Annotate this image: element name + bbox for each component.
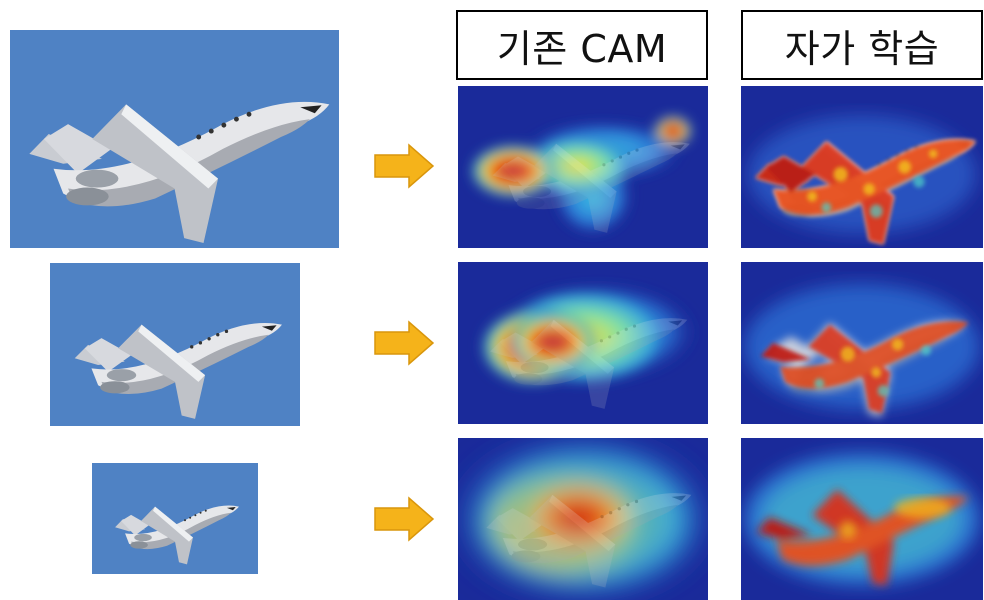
header-self-learning-label: 자가 학습 bbox=[784, 26, 940, 71]
input-photo-medium bbox=[50, 263, 300, 426]
arrow-right-icon bbox=[374, 320, 435, 366]
arrow-right-icon bbox=[374, 143, 435, 189]
airplane-image bbox=[50, 263, 300, 426]
header-existing-cam: 기존 CAM bbox=[456, 10, 708, 80]
self-learning-heatmap-row3 bbox=[741, 438, 983, 600]
input-photo-large bbox=[10, 30, 339, 248]
arrow-right-icon bbox=[374, 496, 435, 542]
self-learning-heatmap-row2 bbox=[741, 262, 983, 424]
cam-heatmap-row2 bbox=[458, 262, 708, 424]
airplane-image bbox=[10, 30, 339, 248]
header-self-learning: 자가 학습 bbox=[741, 10, 983, 80]
airplane-image bbox=[92, 463, 258, 574]
input-photo-small bbox=[92, 463, 258, 574]
cam-heatmap-row1 bbox=[458, 86, 708, 248]
cam-heatmap-row3 bbox=[458, 438, 708, 600]
self-learning-heatmap-row1 bbox=[741, 86, 983, 248]
header-existing-cam-label: 기존 CAM bbox=[496, 26, 668, 71]
